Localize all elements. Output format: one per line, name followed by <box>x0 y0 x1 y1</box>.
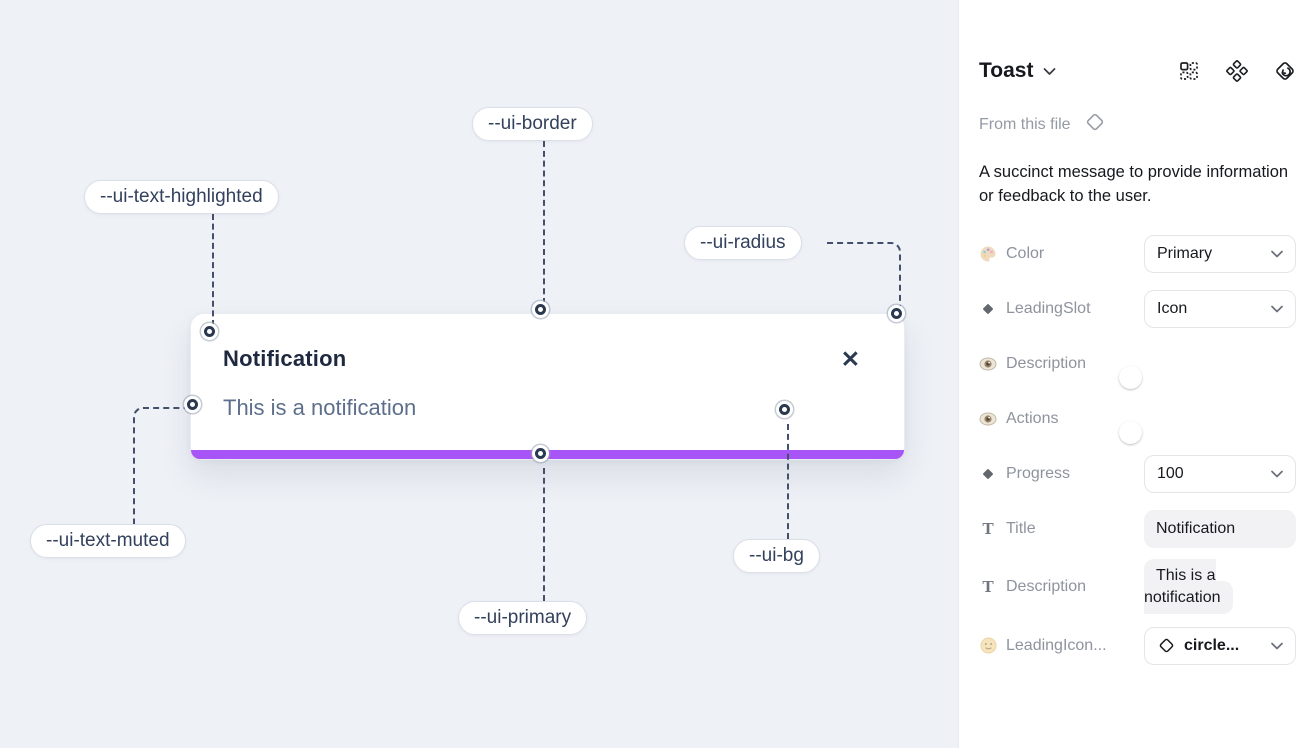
chevron-down-icon[interactable] <box>1043 67 1056 76</box>
instance-grid-icon[interactable] <box>1178 60 1200 82</box>
text-icon: T <box>982 577 994 597</box>
chevron-down-icon <box>1271 642 1283 649</box>
panel-header: Toast <box>979 56 1296 86</box>
diamond-icon <box>979 467 997 481</box>
toast-description: This is a notification <box>223 395 417 420</box>
property-label: LeadingSlot <box>1006 299 1091 317</box>
property-label: Progress <box>1006 464 1071 482</box>
header-icon-group <box>1178 60 1296 82</box>
diamond-outline-icon <box>1083 110 1107 139</box>
connector-line-radius <box>827 242 901 308</box>
source-row: From this file <box>979 110 1296 139</box>
anchor-dot-bg <box>779 404 790 415</box>
property-label: Title <box>1006 519 1036 537</box>
toggle-knob <box>1119 420 1142 444</box>
toggle-knob <box>1119 365 1142 389</box>
property-list: Color Primary LeadingSlot <box>979 234 1296 665</box>
connector-line-border <box>543 141 545 304</box>
property-row-description-toggle: Description <box>979 345 1296 389</box>
title-text-field[interactable]: Notification <box>1144 509 1296 548</box>
swap-instance-icon[interactable] <box>1274 60 1296 82</box>
dropdown-value: Icon <box>1157 299 1188 317</box>
anchor-dot-text-highlighted <box>204 326 215 337</box>
anchor-dot-radius <box>891 308 902 319</box>
design-canvas[interactable]: Notification This is a notification ✕ --… <box>0 0 958 748</box>
diamond-icon <box>979 302 997 316</box>
connector-line-text-muted <box>133 407 187 524</box>
dropdown-value: circle... <box>1184 636 1240 654</box>
property-label: Color <box>1006 244 1045 262</box>
smiley-icon <box>979 637 997 654</box>
progress-dropdown[interactable]: 100 <box>1144 454 1296 493</box>
property-row-leadingicon: LeadingIcon... circle... <box>979 626 1296 665</box>
dropdown-value: 100 <box>1157 464 1184 482</box>
color-dropdown[interactable]: Primary <box>1144 234 1296 273</box>
annotation-pill-ui-border[interactable]: --ui-border <box>472 107 593 141</box>
chevron-down-icon <box>1271 305 1283 313</box>
property-label: LeadingIcon... <box>1006 636 1107 654</box>
property-row-title-text: T Title Notification <box>979 509 1296 548</box>
component-icon[interactable] <box>1226 60 1248 82</box>
properties-panel: Toast <box>958 0 1312 748</box>
connector-line-primary <box>543 468 545 601</box>
property-row-actions-toggle: Actions <box>979 400 1296 444</box>
palette-icon <box>979 245 997 263</box>
leadingslot-dropdown[interactable]: Icon <box>1144 289 1296 328</box>
annotation-pill-ui-text-highlighted[interactable]: --ui-text-highlighted <box>84 180 279 214</box>
annotation-pill-ui-text-muted[interactable]: --ui-text-muted <box>30 524 186 558</box>
diamond-outline-icon <box>1157 636 1176 655</box>
connector-line-text-highlighted <box>212 214 214 326</box>
close-icon[interactable]: ✕ <box>840 346 860 372</box>
property-row-leadingslot: LeadingSlot Icon <box>979 289 1296 328</box>
component-title[interactable]: Toast <box>979 59 1034 82</box>
text-icon: T <box>982 518 994 538</box>
toast-progress-bar <box>191 450 904 459</box>
property-row-description-text: T Description This is a notification <box>979 558 1296 615</box>
annotation-pill-ui-bg[interactable]: --ui-bg <box>733 539 820 573</box>
eye-icon <box>979 412 997 426</box>
annotation-pill-ui-primary[interactable]: --ui-primary <box>458 601 588 635</box>
description-text-field[interactable]: This is a notification <box>1144 558 1233 615</box>
property-label: Description <box>1006 354 1087 372</box>
anchor-dot-primary <box>535 448 546 459</box>
dropdown-value: Primary <box>1157 244 1213 262</box>
connector-line-bg <box>787 424 789 539</box>
chevron-down-icon <box>1271 250 1283 258</box>
property-row-color: Color Primary <box>979 234 1296 273</box>
property-label: Description <box>1006 578 1087 596</box>
component-description: A succinct message to provide informatio… <box>979 163 1289 205</box>
source-label: From this file <box>979 115 1071 133</box>
annotation-pill-ui-radius[interactable]: --ui-radius <box>684 226 802 260</box>
property-label: Actions <box>1006 409 1059 427</box>
toast-title: Notification <box>223 346 347 371</box>
toast-component-preview[interactable]: Notification This is a notification ✕ <box>190 313 905 460</box>
eye-icon <box>979 357 997 371</box>
anchor-dot-text-muted <box>187 399 198 410</box>
anchor-dot-border <box>535 304 546 315</box>
chevron-down-icon <box>1271 470 1283 478</box>
property-row-progress: Progress 100 <box>979 454 1296 493</box>
leadingicon-dropdown[interactable]: circle... <box>1144 626 1296 665</box>
